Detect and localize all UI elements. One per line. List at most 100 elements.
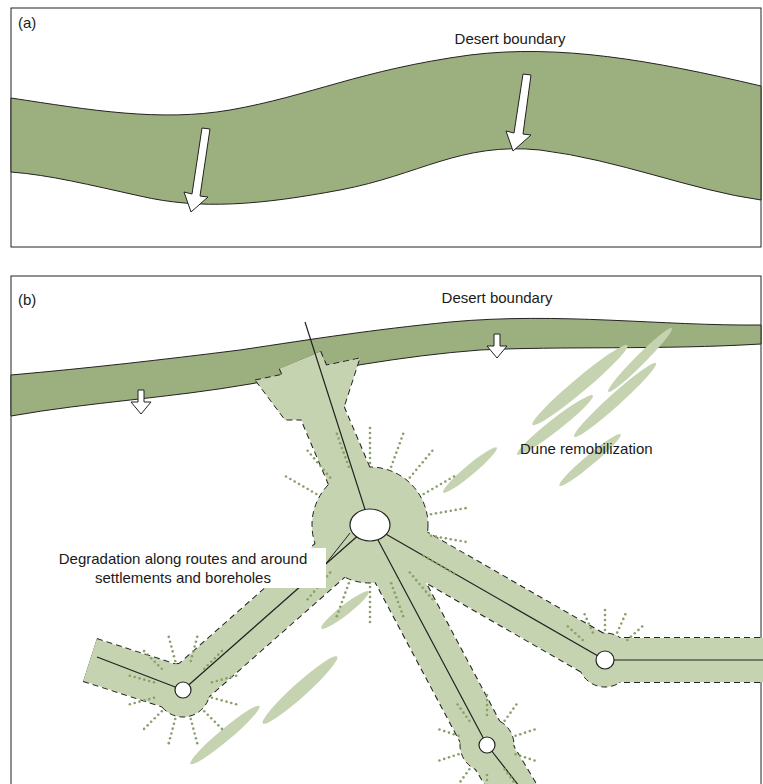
grazing-dot — [591, 631, 594, 634]
grazing-dot — [369, 432, 372, 435]
grazing-dot — [515, 703, 518, 706]
grazing-dot — [443, 730, 446, 733]
grazing-dot — [506, 772, 509, 775]
grazing-dot — [604, 619, 607, 622]
grazing-dot — [341, 601, 344, 604]
grazing-dot — [302, 485, 305, 488]
annotation-label: Degradation along routes and around sett… — [40, 548, 326, 588]
grazing-dot — [206, 713, 209, 716]
grazing-dot — [214, 657, 217, 660]
grazing-dot — [393, 456, 396, 459]
grazing-dot — [170, 732, 173, 735]
grazing-dot — [133, 676, 136, 679]
grazing-dot — [225, 700, 228, 703]
grazing-dot — [150, 657, 153, 660]
grazing-dot — [459, 540, 462, 543]
grazing-dot — [221, 728, 224, 731]
grazing-dot — [217, 724, 220, 727]
grazing-dot — [464, 541, 467, 544]
grazing-dot — [230, 676, 233, 679]
grazing-dot — [153, 696, 156, 699]
grazing-dot — [221, 650, 224, 653]
grazing-dot — [169, 737, 172, 740]
grazing-dot — [412, 472, 415, 475]
grazing-dot — [336, 433, 339, 436]
grazing-dot — [400, 437, 403, 440]
panel-frame — [11, 276, 761, 784]
grazing-dot — [347, 582, 350, 585]
grazing-dot — [336, 615, 339, 618]
grazing-dot — [415, 579, 418, 582]
map-label: Dune remobilization — [520, 439, 653, 458]
grazing-dot — [397, 601, 400, 604]
grazing-dot — [402, 433, 405, 436]
grazing-dot — [574, 632, 577, 635]
grazing-dot — [459, 508, 462, 511]
grazing-dot — [369, 437, 372, 440]
grazing-dot — [369, 447, 372, 450]
grazing-dot — [344, 591, 347, 594]
grazing-dot — [326, 575, 329, 578]
grazing-dot — [587, 622, 590, 625]
grazing-dot — [486, 694, 489, 697]
grazing-dot — [210, 660, 213, 663]
grazing-dot — [528, 730, 531, 733]
grazing-dot — [289, 478, 292, 481]
grazing-dot — [435, 512, 438, 515]
grazing-dot — [512, 780, 515, 783]
grazing-dot — [454, 539, 457, 542]
grazing-dot — [400, 610, 403, 613]
grazing-dot — [633, 632, 636, 635]
grazing-dot — [435, 562, 438, 565]
grazing-dot — [143, 678, 146, 681]
grazing-dot — [398, 605, 401, 608]
grazing-dot — [203, 667, 206, 670]
grazing-dot — [173, 723, 176, 726]
grazing-dot — [214, 721, 217, 724]
grazing-dot — [443, 758, 446, 761]
grazing-dot — [457, 734, 460, 737]
leader-line — [324, 533, 350, 566]
grazing-dot — [369, 442, 372, 445]
grazing-dot — [624, 613, 627, 616]
grazing-dot — [583, 613, 586, 616]
grazing-dot — [129, 674, 132, 677]
grazing-dot — [459, 707, 462, 710]
grazing-dot — [293, 480, 296, 483]
grazing-dot — [174, 718, 177, 721]
grazing-dot — [342, 596, 345, 599]
grazing-dot — [167, 742, 170, 745]
grazing-dot — [169, 640, 172, 643]
panel-frame — [11, 8, 761, 247]
grazing-dot — [397, 447, 400, 450]
grazing-dot — [422, 555, 425, 558]
grazing-dot — [425, 590, 428, 593]
map-label: Desert boundary — [442, 288, 553, 307]
shift-arrow — [131, 390, 151, 414]
panel-letter: (a) — [18, 13, 36, 32]
grazing-dot — [512, 707, 515, 710]
grazing-dot — [153, 660, 156, 663]
grazing-dot — [448, 756, 451, 759]
grazing-dot — [528, 758, 531, 761]
grazing-dot — [306, 449, 309, 452]
grazing-dot — [369, 611, 372, 614]
grazing-dot — [339, 605, 342, 608]
grazing-dot — [369, 586, 372, 589]
grazing-dot — [167, 636, 170, 639]
grazing-dot — [637, 629, 640, 632]
grazing-dot — [369, 601, 372, 604]
grazing-dot — [431, 488, 434, 491]
grazing-dot — [189, 660, 192, 663]
grazing-dot — [641, 625, 644, 628]
grazing-dot — [630, 635, 633, 638]
grazing-dot — [153, 717, 156, 720]
grazing-dot — [514, 753, 517, 756]
grazing-dot — [604, 624, 607, 627]
grazing-dot — [589, 627, 592, 630]
grazing-dot — [421, 587, 424, 590]
grazing-dot — [150, 721, 153, 724]
grazing-dot — [369, 606, 372, 609]
grazing-dot — [390, 582, 393, 585]
